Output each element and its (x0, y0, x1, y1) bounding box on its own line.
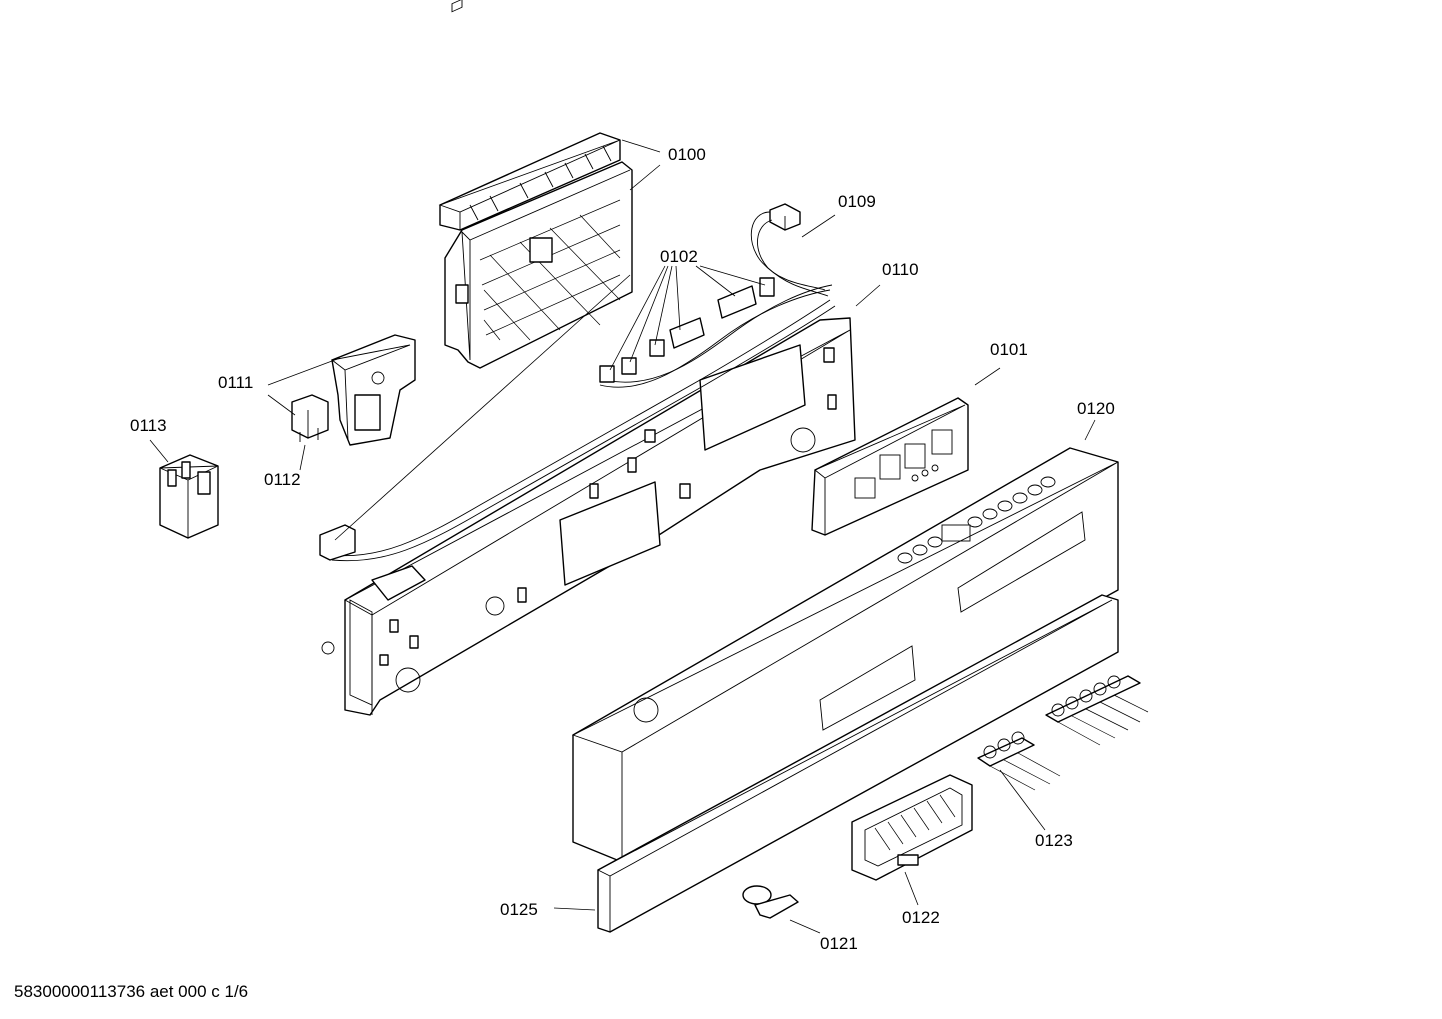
part-0125-trim-strip (597, 594, 1119, 933)
part-0120-control-panel-fascia (571, 447, 1119, 863)
part-0101-display-board (811, 397, 969, 536)
label-0102: 0102 (660, 247, 698, 266)
label-0120: 0120 (1077, 399, 1115, 418)
part-0100-electronic-module (438, 0, 633, 369)
part-0109-connector (750, 203, 829, 297)
part-0123-button-sets (977, 675, 1149, 791)
part-0112-suppressor (291, 394, 329, 442)
part-0110-control-frame (319, 277, 856, 716)
part-0122-door-handle (851, 774, 973, 881)
label-0100: 0100 (668, 145, 706, 164)
label-0122: 0122 (902, 908, 940, 927)
label-0121: 0121 (820, 934, 858, 953)
part-0113-connector-block (159, 454, 219, 539)
label-0112: 0112 (264, 470, 301, 489)
part-0111-main-switch (330, 334, 416, 446)
label-0109: 0109 (838, 192, 876, 211)
drawing-reference-footer: 58300000113736 aet 000 c 1/6 (14, 982, 249, 1001)
part-0121-clip (742, 885, 799, 919)
label-0113: 0113 (130, 416, 167, 435)
label-0101: 0101 (990, 340, 1028, 359)
label-0110: 0110 (882, 260, 919, 279)
label-0111: 0111 (218, 373, 254, 392)
label-0125: 0125 (500, 900, 538, 919)
label-0123: 0123 (1035, 831, 1073, 850)
leader-lines (149, 139, 1096, 934)
